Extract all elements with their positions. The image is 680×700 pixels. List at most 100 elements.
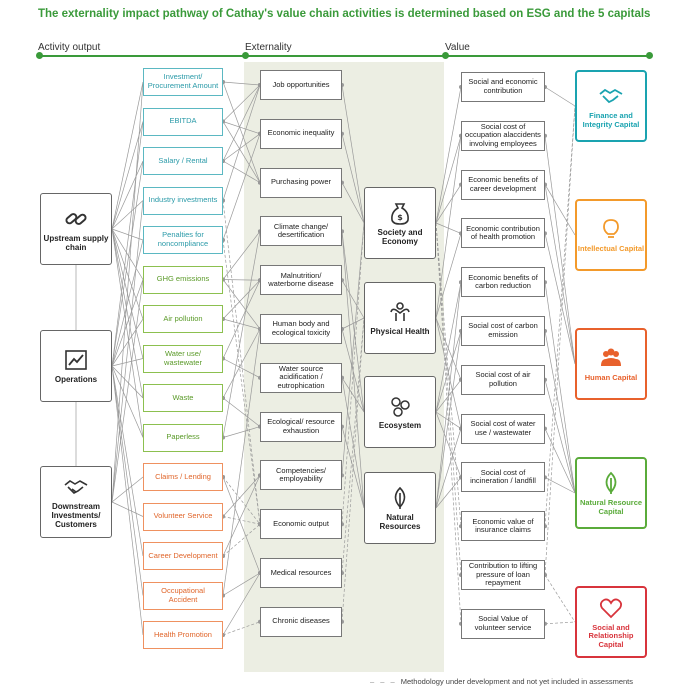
connector-line — [341, 182, 365, 224]
activity-box: Investment/ Procurement Amount — [143, 68, 223, 96]
impact-society-economy: $ Society and Economy — [364, 187, 436, 259]
activity-box: EBITDA — [143, 107, 223, 136]
header-dot — [646, 52, 653, 59]
connector-line — [222, 328, 261, 596]
impact-ecosystem: Ecosystem — [364, 376, 436, 448]
connector-line — [111, 279, 144, 503]
connector-line — [222, 81, 261, 86]
connector-line — [341, 84, 365, 224]
value-box: Economic benefits of career development — [461, 169, 545, 200]
connector-line — [111, 279, 144, 367]
connector-line — [111, 358, 144, 367]
legend-text: Methodology under development and not ye… — [400, 677, 633, 686]
svg-text:$: $ — [397, 213, 403, 222]
capital-natural-resource: Natural Resource Capital — [575, 457, 647, 529]
connector-line — [341, 222, 365, 525]
impact-label: Natural Resources — [379, 512, 421, 531]
molecule-icon — [391, 397, 410, 417]
connector-line — [222, 133, 261, 241]
connector-line — [544, 330, 576, 494]
connector-line — [111, 365, 144, 438]
connector-line — [222, 426, 261, 438]
connector-line — [544, 184, 576, 365]
connector-line — [111, 200, 144, 503]
connector-line — [544, 105, 576, 527]
capital-finance-integrity: Finance and Integrity Capital — [575, 70, 647, 142]
connector-line — [222, 572, 261, 636]
capital-intellectual: Intellectual Capital — [575, 199, 647, 271]
externality-box: Economic output — [260, 509, 342, 540]
connector-line — [435, 222, 462, 624]
connector-line — [544, 574, 576, 623]
connector-line — [435, 135, 462, 319]
connector-line — [222, 231, 261, 438]
trend-chart-icon — [65, 350, 87, 370]
connector-line — [544, 105, 576, 576]
connector-line — [435, 317, 462, 429]
strong-arm-icon — [390, 302, 410, 322]
activity-box: Salary / Rental — [143, 147, 223, 175]
activity-box: Industry investments — [143, 186, 223, 215]
header-dot — [242, 52, 249, 59]
impact-physical-health: Physical Health — [364, 282, 436, 354]
connector-line — [222, 475, 261, 517]
connector-line — [544, 233, 576, 365]
connector-line — [435, 282, 462, 413]
connector-line — [341, 280, 365, 319]
connector-line — [341, 317, 365, 330]
connector-line — [544, 86, 576, 107]
connector-line — [341, 328, 365, 413]
connector-line — [222, 572, 261, 596]
externality-box: Job opportunities — [260, 70, 342, 100]
externality-box: Human body and ecological toxicity — [260, 314, 342, 344]
connector-line — [544, 135, 576, 365]
activity-box: Penalties for noncompliance — [143, 226, 223, 254]
connector-line — [341, 133, 365, 224]
capital-label: Human Capital — [584, 373, 638, 383]
connector-line — [222, 621, 261, 636]
connector-line — [435, 222, 462, 576]
header-divider — [38, 55, 650, 57]
connector-line — [222, 84, 261, 201]
connector-line — [222, 328, 261, 399]
activity-box: Occupational Accident — [143, 581, 223, 610]
value-box: Social cost of water use / wastewater — [461, 413, 545, 444]
connector-line — [341, 231, 365, 413]
connector-line — [222, 279, 261, 330]
capital-label: Finance and Integrity Capital — [582, 111, 640, 129]
value-box: Economic value of insurance claims — [461, 511, 545, 542]
lightbulb-icon — [603, 219, 619, 239]
impact-label: Physical Health — [370, 327, 430, 337]
connector-line — [544, 428, 576, 494]
connector-line — [544, 379, 576, 494]
value-box: Social cost of air pollution — [461, 364, 545, 395]
activity-box: Waste — [143, 384, 223, 412]
activity-box: Water use/ wastewater — [143, 344, 223, 373]
connector-line — [435, 86, 462, 224]
stage-label: Upstream supply chain — [43, 233, 109, 252]
header-dot — [442, 52, 449, 59]
connector-line — [341, 377, 365, 413]
connector-line — [435, 330, 462, 413]
stage-label: Operations — [54, 375, 98, 385]
stage-downstream: Downstream Investments/ Customers — [40, 466, 112, 538]
money-bag-icon: $ — [391, 202, 409, 225]
connector-line — [222, 476, 261, 574]
capital-human: Human Capital — [575, 328, 647, 400]
handshake-icon — [599, 89, 623, 104]
connector-line — [111, 228, 144, 320]
header-dot — [36, 52, 43, 59]
activity-box: Air pollution — [143, 305, 223, 333]
diagram-title: The externality impact pathway of Cathay… — [38, 8, 651, 20]
connector-line — [341, 222, 365, 476]
connector-line — [111, 365, 144, 596]
connector-line — [544, 621, 576, 625]
connector-line — [341, 426, 365, 509]
connector-line — [222, 133, 261, 162]
connector-line — [222, 231, 261, 280]
connector-line — [111, 318, 144, 367]
connector-line — [111, 81, 144, 230]
externality-box: Water source acidification / eutrophicat… — [260, 362, 342, 393]
legend-note: – – – Methodology under development and … — [370, 677, 633, 686]
externality-box: Malnutrition/ waterborne disease — [260, 265, 342, 296]
